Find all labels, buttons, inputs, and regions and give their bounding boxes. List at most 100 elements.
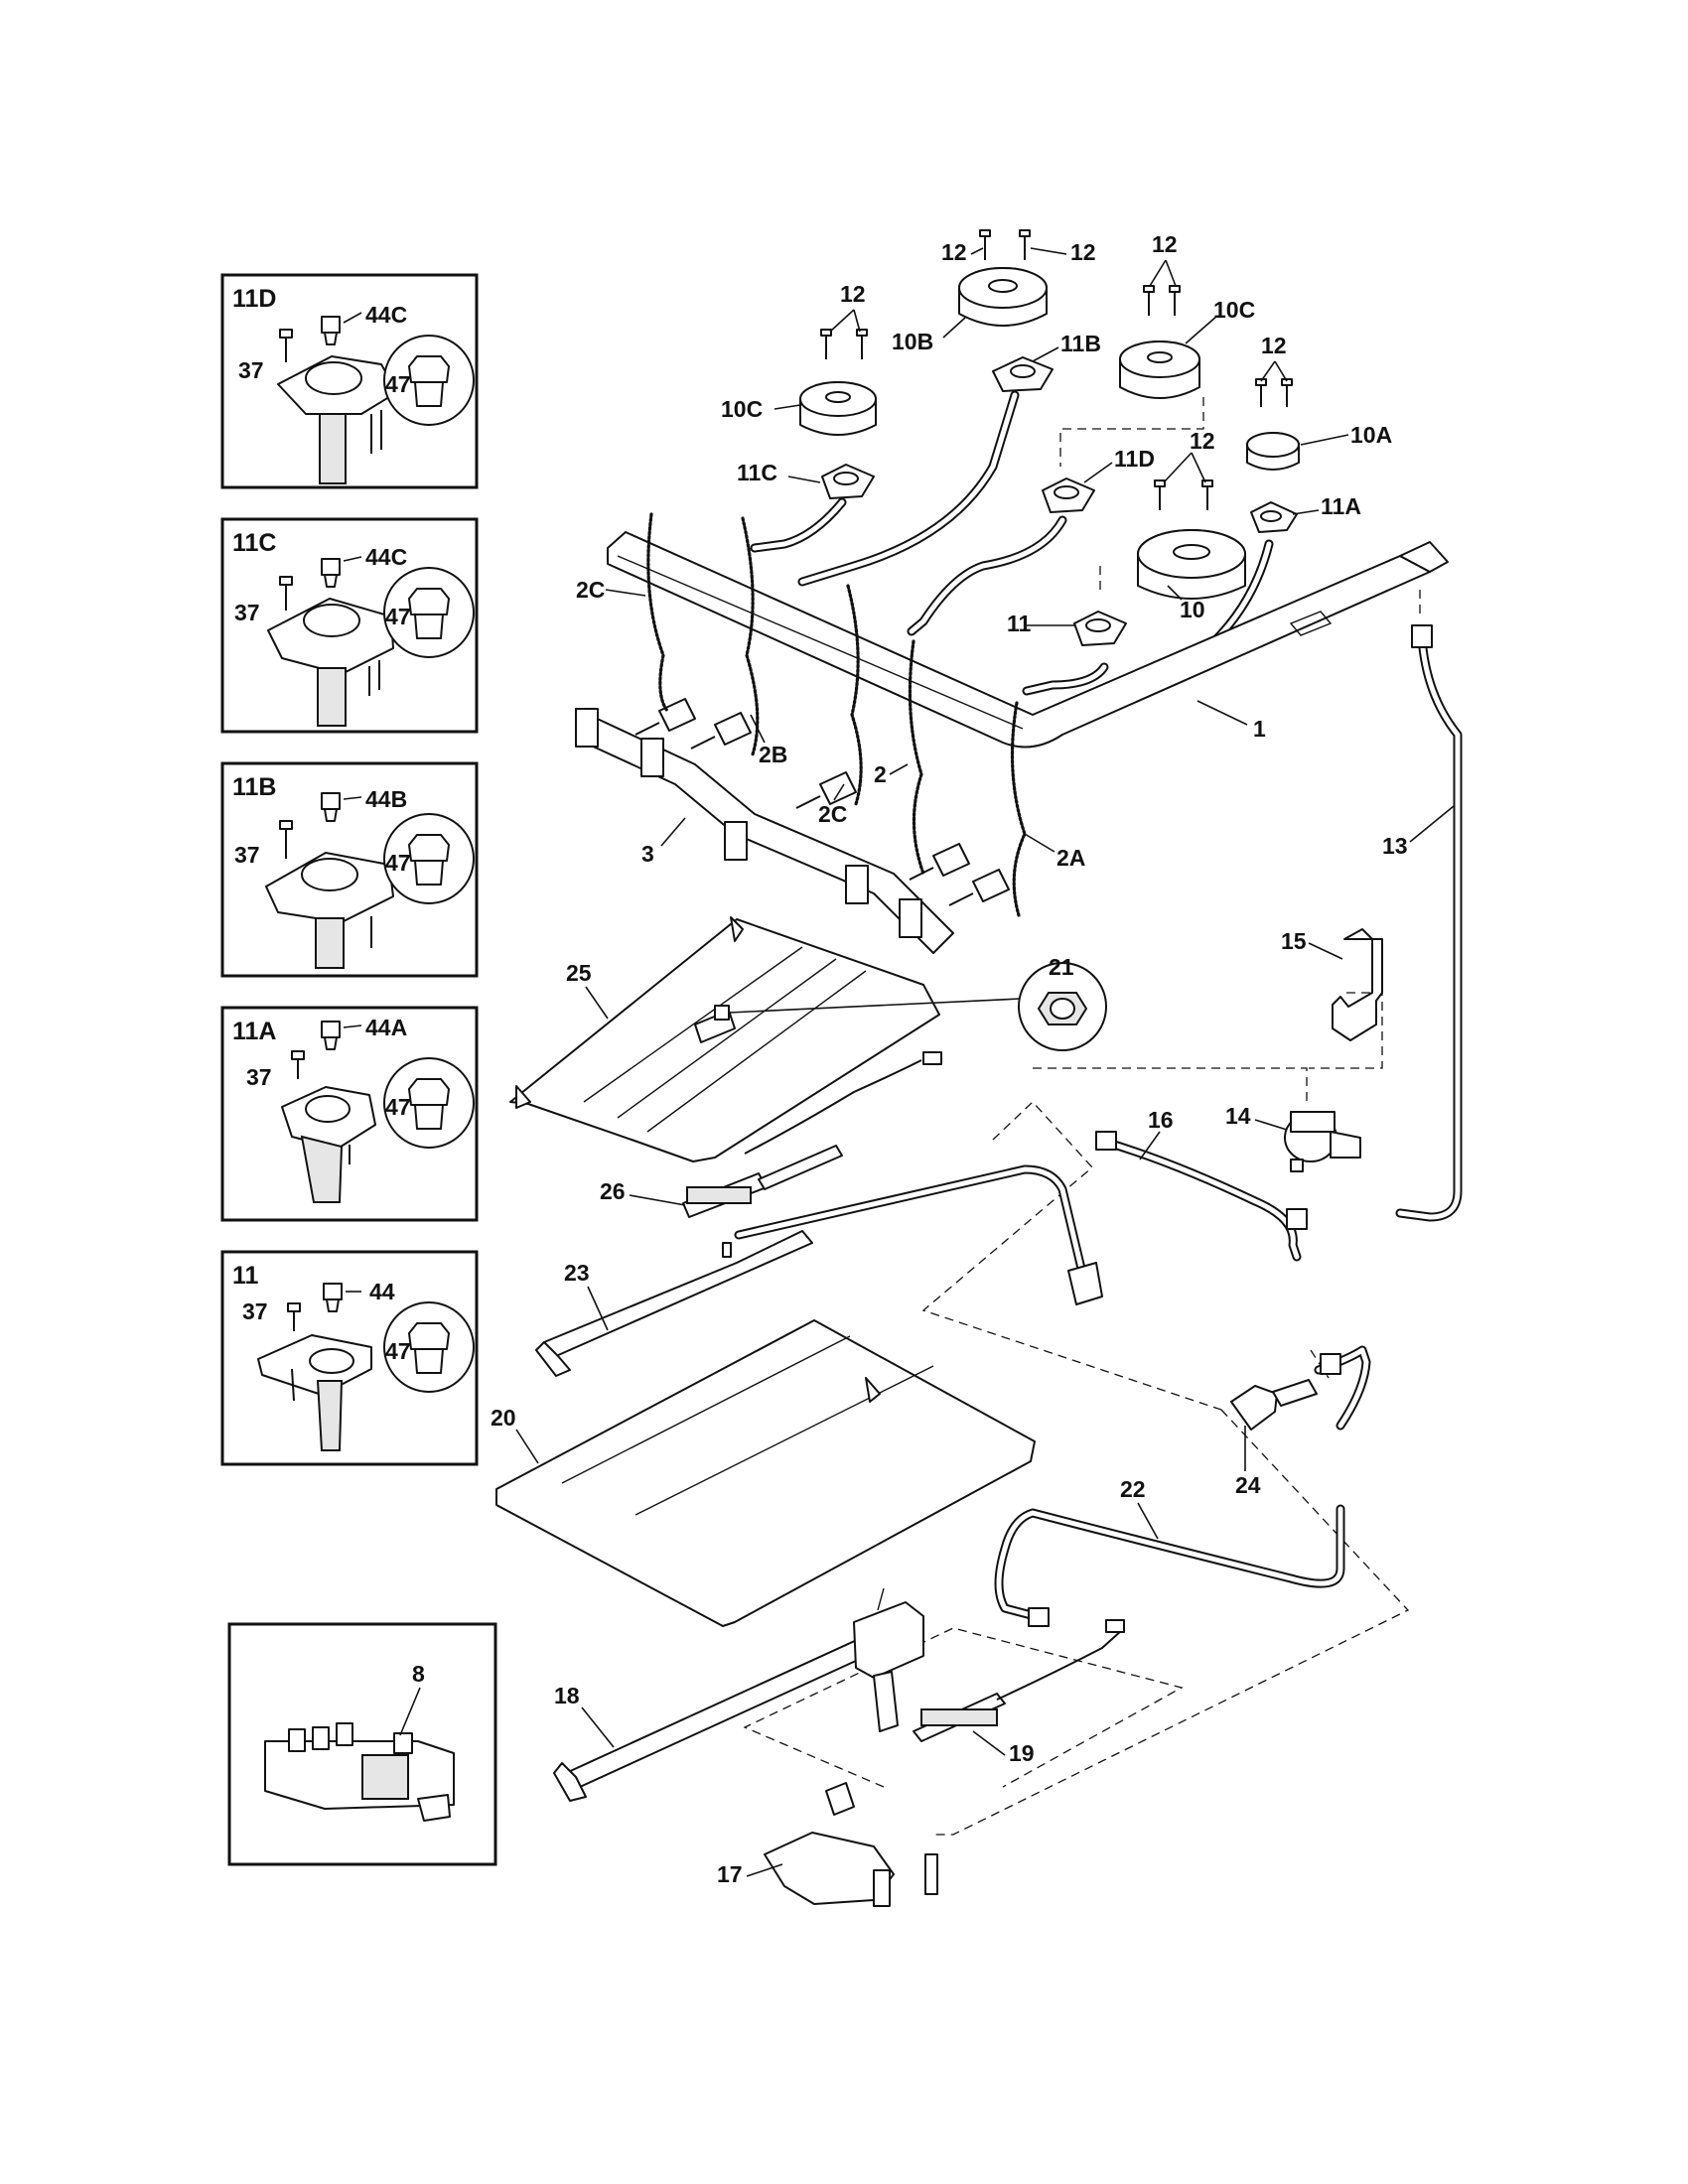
callout-10c-left: 10C [721,396,763,422]
spark-module-label: 8 [412,1661,425,1687]
inset-11d: 11D 44C 37 47 [220,273,479,489]
callout-18: 18 [554,1683,580,1708]
manifold-pipe [607,531,1449,749]
callout-11: 11 [1007,611,1032,636]
callout-11a: 11A [1321,493,1361,519]
seat-label: 44 [369,1279,395,1304]
seat-icon [321,792,341,822]
screw-label: 37 [234,600,260,625]
burner-base-11c [750,464,875,553]
broil-burner-23 [535,1164,1103,1377]
screw-label: 37 [238,357,264,383]
screw-icon [291,1050,305,1079]
callout-14: 14 [1225,1103,1251,1129]
callout-20: 20 [491,1405,516,1431]
callout-11c: 11C [737,460,777,485]
igniter-wire-2c-left [646,512,669,713]
burner-base-11 [1022,611,1127,696]
valve-right-b [948,869,1010,906]
callout-15: 15 [1281,928,1307,954]
screw-icon [1281,378,1293,407]
screw-icon [1255,378,1267,407]
bake-burner-18 [553,1587,924,1802]
gas-line-13 [1395,624,1463,1222]
callout-16: 16 [1148,1107,1174,1133]
screw-label: 37 [234,842,260,868]
valve-right-a [909,843,970,881]
flex-line-16 [1095,1131,1308,1262]
callout-12e: 12 [1261,333,1287,358]
burner-10 [1137,529,1246,600]
seat-label: 44C [365,302,407,328]
burner-base-11b [797,356,1054,587]
valve-seat-icon [257,1334,372,1451]
burner-base-11d [907,478,1095,636]
valve-left-b [690,712,752,750]
guide-line [743,1627,1184,1788]
callout-2a: 2A [1056,845,1085,871]
inset-title: 11A [232,1018,276,1045]
burner-10c-top [1119,341,1200,399]
orifice-detail: 47 [383,1301,475,1393]
screw-icon [1169,285,1181,316]
inset-title: 11B [232,773,276,801]
inset-title: 11C [232,529,276,557]
screw-icon [279,329,293,362]
callout-10c-top: 10C [1213,297,1255,323]
burner-10a [1246,432,1300,471]
seat-icon [323,1283,343,1312]
screw-icon [279,820,293,859]
inset-spark-module: 8 [227,1622,497,1866]
orifice-detail: 47 [383,567,475,658]
orifice-label: 47 [385,1094,411,1120]
screw-icon [287,1302,301,1331]
seat-icon [321,558,341,588]
screw-label: 37 [246,1064,272,1090]
callout-2: 2 [874,761,887,787]
seat-label: 44B [365,786,407,812]
guide-line [1309,992,1383,1069]
burner-10b [958,267,1048,327]
callout-10: 10 [1180,597,1205,622]
valve-seat-icon [277,355,398,484]
orifice-detail: 47 [383,813,475,904]
inset-title: 11 [232,1262,259,1290]
screw-icon [979,229,991,260]
inset-title: 11D [232,285,276,313]
orifice-label: 47 [385,1338,411,1364]
callout-1: 1 [1253,716,1266,742]
callout-2c-mid: 2C [818,801,847,827]
screw-icon [1154,479,1166,510]
orifice-detail: 47 [383,1057,475,1149]
oven-igniter-26 [682,1145,843,1218]
callout-12c: 12 [840,281,866,307]
seat-icon [321,316,341,345]
valve-left-a [634,698,696,736]
inset-11b: 11B 44B 37 47 [220,761,479,978]
inset-11: 11 44 37 47 [220,1250,479,1466]
guide-line [1033,1067,1308,1102]
valve-seat-icon [267,598,394,727]
callout-13: 13 [1382,833,1408,859]
spark-module-icon [264,1722,455,1822]
guide-line [933,1409,1410,1836]
callout-26: 26 [600,1178,626,1204]
callout-11d: 11D [1114,446,1155,472]
callout-12d: 12 [1152,231,1178,257]
inset-11c: 11C 44C 37 47 [220,517,479,734]
callout-22: 22 [1120,1476,1146,1502]
igniter-wire-2 [908,639,925,876]
screw-icon [1201,479,1213,510]
callout-19: 19 [1009,1740,1035,1766]
seat-label: 44A [365,1015,407,1040]
callout-3: 3 [641,841,654,867]
inset-11a: 11A 44A 37 47 [220,1006,479,1222]
orifice-detail: 47 [383,335,475,426]
igniter-wire-2c-mid [846,584,863,806]
screw-icon [820,329,832,359]
callout-24: 24 [1235,1472,1261,1498]
harness-connector [922,1051,942,1065]
callout-2b: 2B [759,742,787,767]
burner-10c-left [799,381,877,436]
